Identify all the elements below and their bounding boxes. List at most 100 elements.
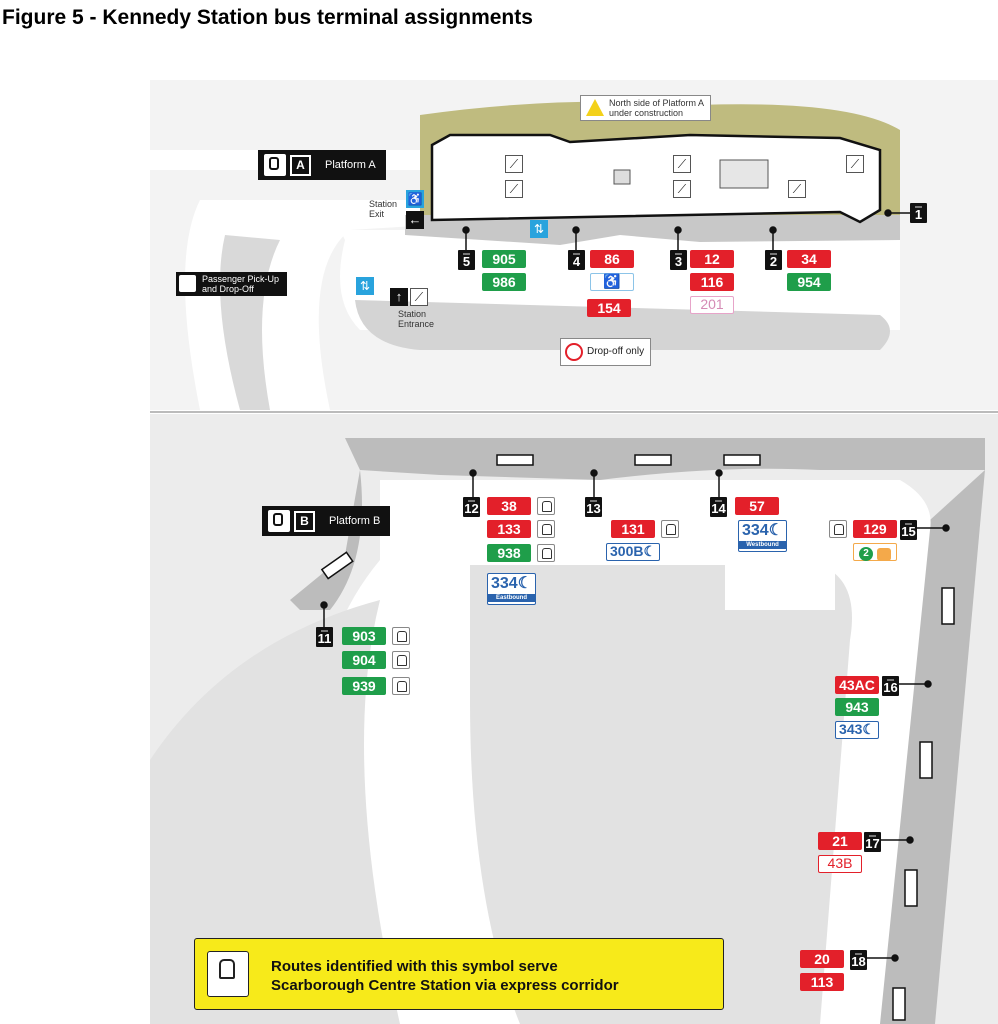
bay-stop-dot: [924, 680, 932, 688]
express-corridor-icon: [392, 677, 410, 695]
bay-number-14: 14: [710, 497, 727, 517]
express-corridor-icon: [661, 520, 679, 538]
legend-box: Routes identified with this symbol serve…: [194, 938, 724, 1010]
route-number: 943: [845, 699, 869, 715]
route-badge-131: 131: [611, 520, 655, 538]
bay-stop-dot: [674, 226, 682, 234]
route-badge-903: 903: [342, 627, 386, 645]
route-badge-20: 20: [800, 950, 844, 968]
bay-number-13: 13: [585, 497, 602, 517]
escalator-icon: ⟋: [846, 155, 864, 173]
entrance-line2: Entrance: [398, 319, 435, 329]
route-badge-938: 938: [487, 544, 531, 562]
route-badge-201: 201: [690, 296, 734, 314]
escalator-icon: ⟋: [505, 155, 523, 173]
direction-label: Westbound: [739, 541, 787, 549]
route-number: 86: [604, 251, 620, 267]
platform-letter: B: [294, 510, 315, 532]
bay-number-12: 12: [463, 497, 480, 517]
bay-stop-dot: [590, 469, 598, 477]
construction-note-line1: North side of Platform A: [609, 98, 705, 108]
route-number: 43B: [827, 855, 853, 871]
route-number: 20: [814, 951, 830, 967]
express-corridor-icon: [392, 651, 410, 669]
route-badge-12: 12: [690, 250, 734, 268]
route-badge-113: 113: [800, 973, 844, 991]
route-number: 131: [621, 521, 645, 537]
route-badge-133: 133: [487, 520, 531, 538]
passenger-pickup-sign: Passenger Pick-Up and Drop-Off: [176, 272, 288, 296]
bay-stop-dot: [572, 226, 580, 234]
platform-letter: A: [290, 154, 311, 176]
bay-stop-dot: [906, 836, 914, 844]
bus-icon: [264, 154, 286, 176]
route-number: 334☾: [742, 522, 784, 539]
bay-number-5: 5: [458, 250, 475, 270]
route-number: 903: [352, 628, 376, 644]
route-badge-38: 38: [487, 497, 531, 515]
legend-line1: Routes identified with this symbol serve: [271, 958, 558, 975]
platform-a-building: [430, 133, 882, 224]
bus-icon: [876, 547, 891, 561]
construction-note: North side of Platform A under construct…: [580, 95, 712, 121]
route-badge-334: 334☾ Westbound: [738, 520, 788, 552]
figure-title: Figure 5 - Kennedy Station bus terminal …: [2, 6, 533, 29]
accessible-bus-badge: ♿: [590, 273, 634, 291]
dropoff-lane: [355, 300, 890, 350]
escalator-icon: ⟋: [673, 180, 691, 198]
pickup-line2: and Drop-Off: [202, 284, 254, 294]
route-badge-57: 57: [735, 497, 779, 515]
route-number: 938: [497, 545, 521, 561]
route-badge-154: 154: [587, 299, 631, 317]
route-badge-43B: 43B: [818, 855, 862, 873]
construction-warning-icon: [586, 99, 604, 116]
escalator-icon: ⟋: [410, 288, 428, 306]
route-number: ♿: [603, 273, 621, 289]
escalator-icon: ⟋: [673, 155, 691, 173]
car-icon: [179, 275, 196, 292]
route-number: 12: [704, 251, 720, 267]
express-corridor-icon: [207, 951, 249, 997]
construction-note-line2: under construction: [609, 108, 684, 118]
bus-icon: [268, 510, 290, 532]
legend-line2: Scarborough Centre Station via express c…: [271, 977, 619, 994]
route-badge-129: 129: [853, 520, 897, 538]
pickup-line1: Passenger Pick-Up: [202, 274, 280, 284]
route-number: 113: [810, 974, 834, 990]
route-number: 154: [597, 300, 621, 316]
line-2-subway-connection: 2: [853, 543, 897, 562]
platform-label: Platform A: [325, 159, 376, 171]
arrow-up-icon: ↑: [390, 288, 408, 306]
route-badge-334: 334☾ Eastbound: [487, 573, 537, 605]
route-number: 986: [492, 274, 516, 290]
escalator-icon: ⟋: [788, 180, 806, 198]
station-entrance-label: Station Entrance: [398, 309, 434, 329]
route-number: 57: [749, 498, 765, 514]
accessible-icon: ♿: [406, 190, 424, 208]
bay-stop-dot: [462, 226, 470, 234]
route-badge-116: 116: [690, 273, 734, 291]
route-number: 939: [352, 678, 376, 694]
route-number: 133: [497, 521, 521, 537]
route-number: 38: [501, 498, 517, 514]
route-number: 34: [801, 251, 817, 267]
bay-stop-dot: [715, 469, 723, 477]
platform-b-sign: B Platform B: [262, 506, 391, 536]
dropoff-only-label: Drop-off only: [587, 346, 645, 357]
exit-line2: Exit: [369, 209, 385, 219]
route-number: 300B☾: [610, 543, 657, 559]
bay-stop-dot: [884, 209, 892, 217]
route-number: 43AC: [839, 677, 875, 693]
no-bus-icon: [565, 343, 583, 361]
route-number: 905: [492, 251, 516, 267]
bay-stop-dot: [891, 954, 899, 962]
route-number: 21: [832, 833, 848, 849]
route-number: 334☾: [491, 575, 533, 592]
station-exit-label: Station Exit: [369, 199, 397, 219]
exit-line1: Station: [369, 199, 398, 209]
route-badge-943: 943: [835, 698, 879, 716]
route-badge-43AC: 43AC: [835, 676, 879, 694]
direction-label: Eastbound: [488, 594, 536, 602]
bay-number-2: 2: [765, 250, 782, 270]
